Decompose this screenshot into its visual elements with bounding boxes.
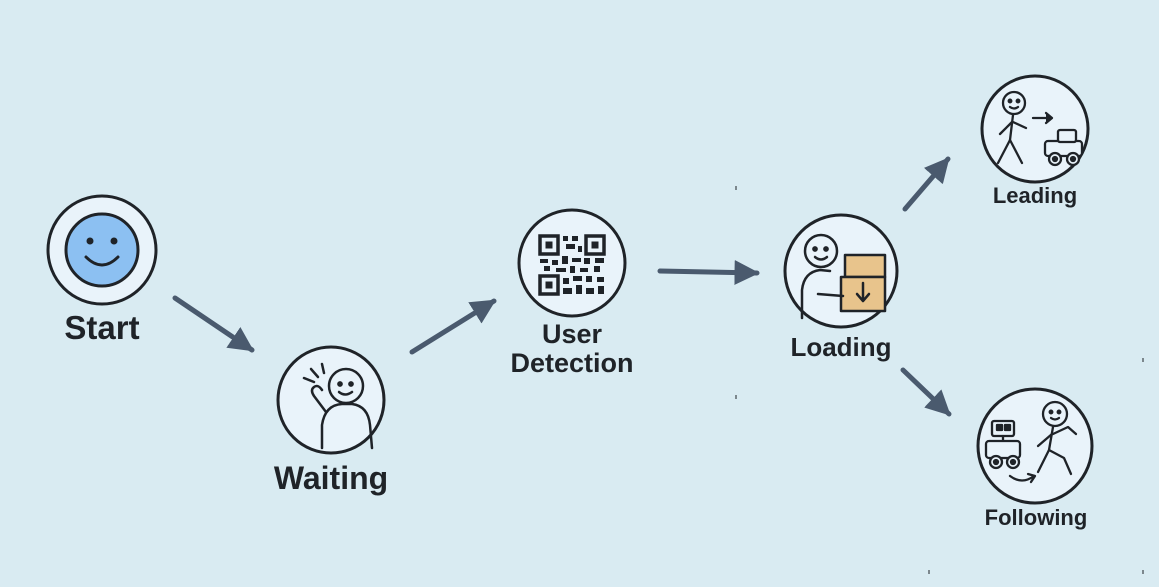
arrow-start-to-waiting — [172, 295, 255, 353]
arrow-loading-to-following — [900, 367, 952, 417]
leading-label: Leading — [992, 183, 1078, 208]
following-label: Following — [984, 505, 1088, 530]
loading-node — [783, 213, 899, 329]
start-node — [46, 194, 158, 306]
waiting-label: Waiting — [273, 460, 389, 496]
arrow-waiting-to-detection — [409, 298, 497, 355]
following-node — [976, 387, 1094, 505]
smiley-icon — [64, 212, 140, 288]
user-detection-node — [517, 208, 627, 318]
robot-following-person-icon — [984, 400, 1078, 484]
user-detection-label-line2: Detection — [510, 348, 634, 378]
person-leading-robot-icon — [996, 90, 1084, 167]
arrow-loading-to-leading — [902, 156, 951, 212]
loading-label: Loading — [790, 332, 892, 362]
corner-marks — [735, 186, 1144, 574]
arrow-detection-to-loading — [657, 260, 760, 286]
waving-person-icon — [302, 362, 374, 450]
person-with-box-icon — [800, 233, 887, 320]
waiting-node — [276, 345, 386, 455]
start-label: Start — [64, 309, 140, 346]
leading-node — [980, 74, 1090, 184]
user-detection-label-line1: User — [541, 319, 603, 349]
qr-code-icon — [538, 234, 606, 296]
